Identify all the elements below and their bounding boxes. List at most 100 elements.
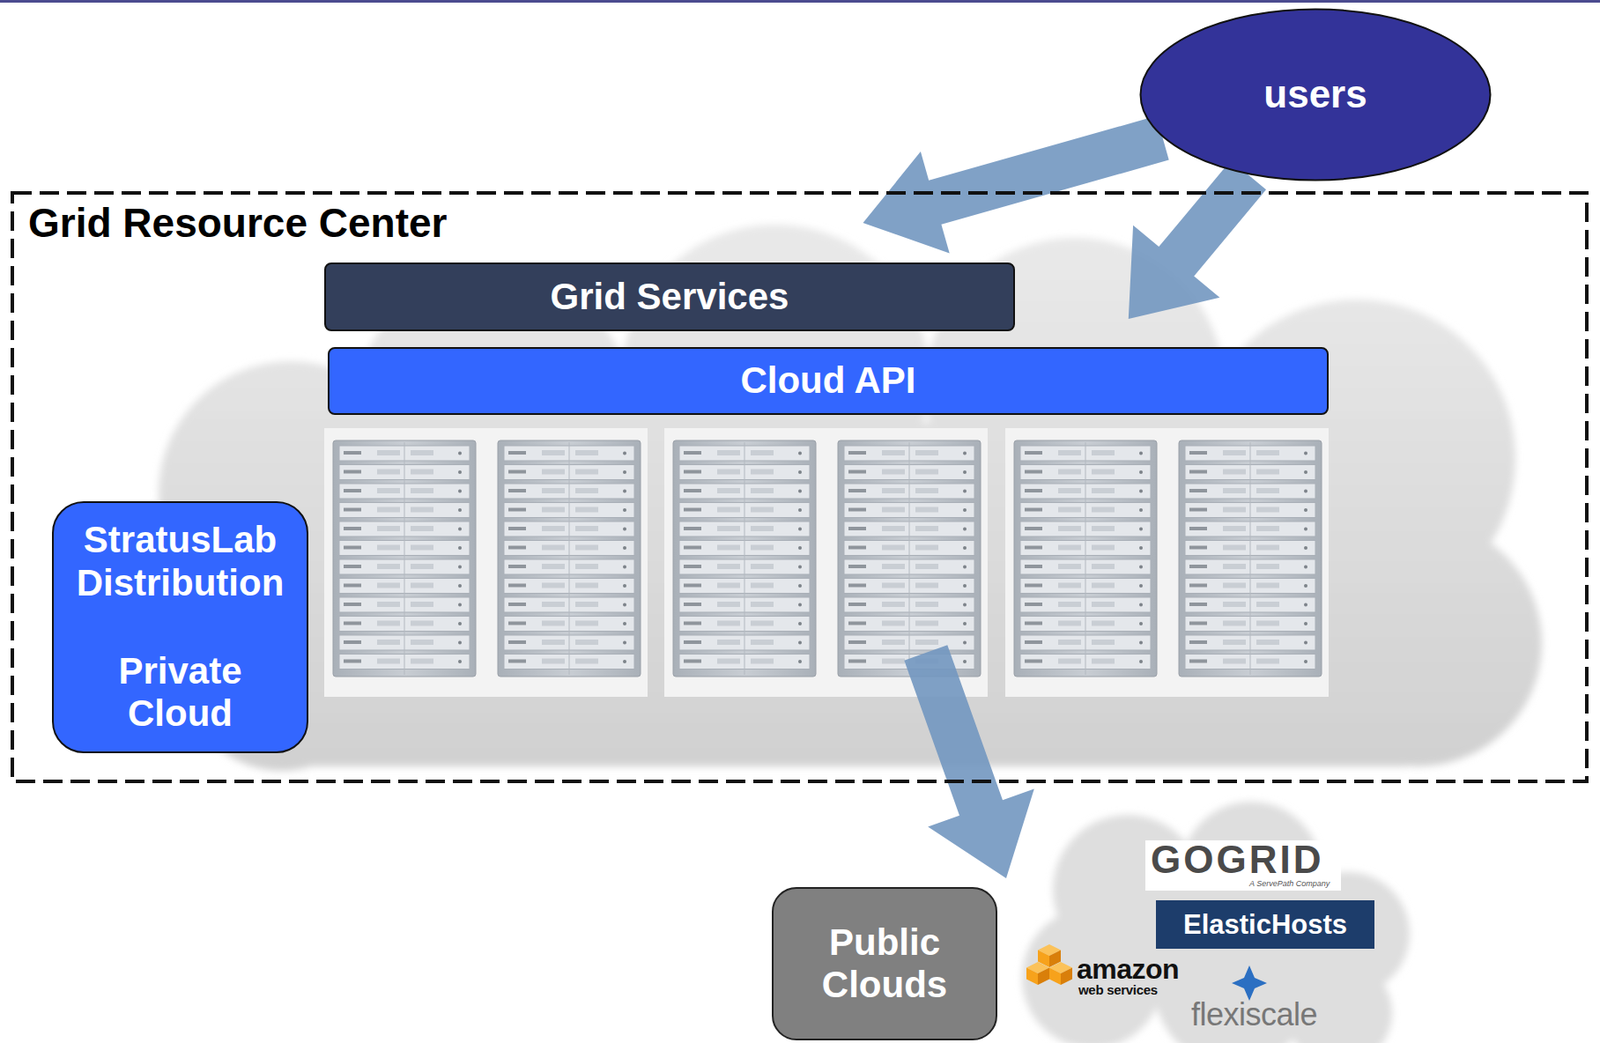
unit-handle — [1024, 659, 1043, 664]
unit-handle — [683, 451, 702, 455]
rack-divider — [744, 442, 746, 675]
unit-slot — [410, 488, 434, 494]
unit-led — [1139, 565, 1143, 570]
unit-led — [798, 527, 802, 532]
unit-slot — [410, 639, 434, 645]
unit-slot — [1058, 488, 1082, 494]
unit-slot — [1058, 659, 1082, 665]
unit-handle — [683, 508, 702, 512]
unit-led — [622, 470, 627, 475]
unit-handle — [1189, 584, 1208, 588]
unit-slot — [750, 659, 774, 665]
unit-slot — [377, 488, 400, 494]
private-cloud-shape — [158, 224, 1542, 771]
rack-divider — [1250, 442, 1252, 675]
unit-led — [798, 489, 802, 494]
cloud-body — [264, 422, 1454, 767]
unit-handle — [343, 659, 362, 664]
unit-handle — [508, 488, 526, 493]
unit-slot — [1091, 659, 1115, 665]
unit-led — [798, 508, 802, 512]
unit-handle — [683, 526, 702, 531]
unit-slot — [575, 659, 599, 665]
unit-slot — [915, 639, 939, 645]
unit-slot — [881, 450, 905, 456]
unit-slot — [1256, 469, 1280, 475]
unit-slot — [1222, 488, 1246, 494]
unit-led — [1303, 603, 1308, 608]
unit-slot — [410, 563, 434, 570]
unit-slot — [541, 507, 565, 513]
unit-handle — [848, 584, 867, 588]
unit-slot — [1091, 525, 1115, 532]
unit-slot — [717, 450, 741, 456]
unit-slot — [1256, 621, 1280, 627]
unit-slot — [915, 525, 939, 532]
unit-slot — [881, 621, 905, 627]
unit-led — [458, 470, 462, 475]
unit-led — [962, 546, 967, 550]
unit-slot — [1091, 639, 1115, 645]
unit-slot — [750, 525, 774, 532]
server-rack — [333, 440, 476, 677]
unit-slot — [717, 563, 741, 570]
unit-handle — [343, 488, 362, 493]
unit-handle — [1189, 546, 1208, 550]
unit-handle — [508, 546, 526, 550]
flow-arrow — [863, 116, 1170, 254]
unit-slot — [541, 621, 565, 627]
unit-led — [1139, 470, 1143, 475]
unit-led — [1303, 489, 1308, 494]
unit-led — [962, 508, 967, 512]
unit-handle — [343, 584, 362, 588]
unit-slot — [575, 507, 599, 513]
rack-panel — [324, 428, 648, 697]
unit-led — [1139, 584, 1143, 588]
unit-handle — [1024, 584, 1043, 588]
amazon-cubes-icon — [1026, 944, 1073, 986]
unit-slot — [1256, 583, 1280, 589]
rack-divider — [909, 442, 911, 675]
logo-plate — [1145, 840, 1341, 891]
unit-slot — [1256, 525, 1280, 532]
unit-slot — [1222, 545, 1246, 551]
unit-slot — [1222, 583, 1246, 589]
unit-led — [622, 546, 627, 550]
unit-slot — [377, 469, 400, 475]
users-ellipse: users — [1139, 7, 1492, 182]
unit-slot — [1256, 563, 1280, 570]
logo-tagline: A ServePath Company — [1249, 879, 1330, 889]
unit-handle — [683, 564, 702, 569]
unit-led — [1303, 622, 1308, 626]
unit-handle — [848, 622, 867, 626]
unit-led — [458, 603, 462, 608]
unit-led — [962, 527, 967, 532]
unit-slot — [1222, 507, 1246, 513]
unit-led — [622, 508, 627, 512]
unit-led — [1303, 584, 1308, 588]
unit-led — [798, 622, 802, 626]
unit-slot — [1058, 507, 1082, 513]
unit-handle — [1189, 526, 1208, 531]
unit-led — [1139, 603, 1143, 608]
private-cloud-box: StratusLab DistributionPrivate Cloud — [51, 501, 309, 754]
unit-slot — [541, 469, 565, 475]
unit-handle — [508, 526, 526, 531]
unit-handle — [343, 470, 362, 475]
unit-handle — [508, 640, 526, 645]
unit-led — [1303, 659, 1308, 664]
node-text: users — [1263, 72, 1367, 118]
unit-slot — [717, 507, 741, 513]
unit-led — [798, 603, 802, 608]
unit-handle — [343, 546, 362, 550]
unit-handle — [848, 508, 867, 512]
node-text: Grid Services — [550, 275, 790, 319]
unit-slot — [1058, 563, 1082, 570]
unit-led — [962, 641, 967, 645]
unit-slot — [541, 639, 565, 645]
unit-slot — [750, 488, 774, 494]
unit-led — [798, 451, 802, 456]
unit-handle — [848, 451, 867, 455]
unit-led — [458, 622, 462, 626]
unit-handle — [848, 546, 867, 550]
